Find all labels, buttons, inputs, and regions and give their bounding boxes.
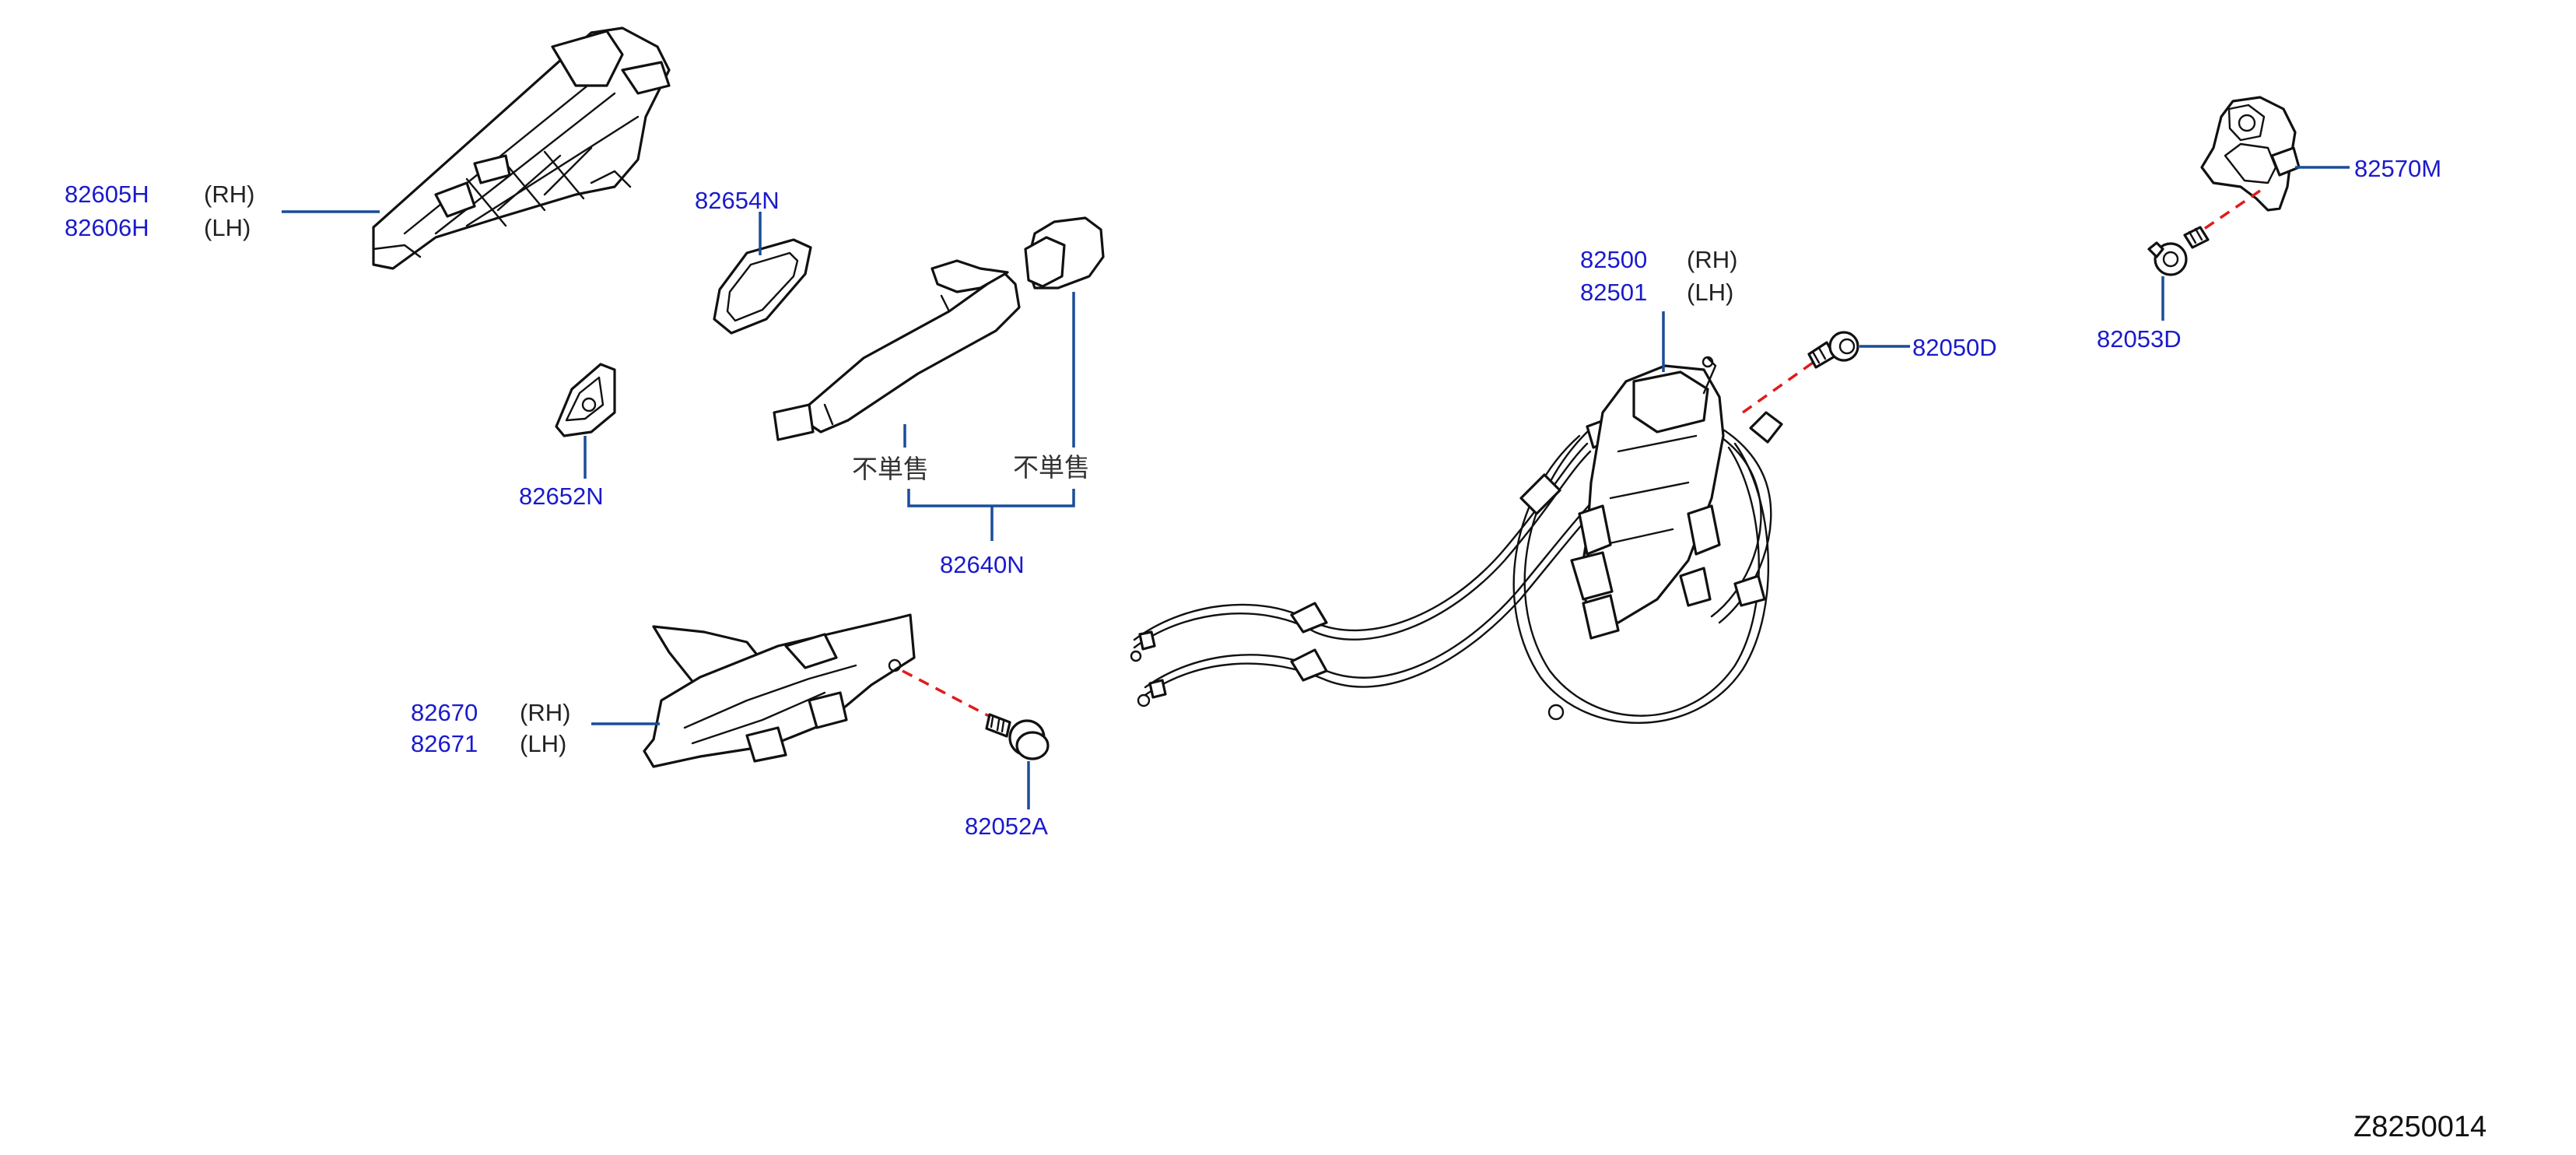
bracket-leader: [907, 489, 1075, 541]
screw-82053d-drawing: [2147, 226, 2210, 276]
diagram-code: Z8250014: [2353, 1111, 2487, 1143]
part-number-82501[interactable]: 82501: [1580, 279, 1647, 306]
screw-82050d-drawing: [1807, 331, 1859, 369]
gasket-large-drawing: [713, 238, 812, 335]
not-sold-separately-label: 不単售: [852, 454, 929, 484]
outside-handle-drawing: [773, 216, 1105, 441]
part-number-82671[interactable]: 82671: [411, 730, 478, 757]
install-dashed-line: [1741, 361, 1814, 414]
part-number-82670[interactable]: 82670: [411, 699, 478, 726]
side-label-rh: (RH): [1687, 246, 1737, 273]
install-dashed-line: [902, 669, 993, 719]
part-number-82640n[interactable]: 82640N: [940, 551, 1025, 578]
side-label-lh: (LH): [1687, 279, 1733, 306]
striker-drawing: [2200, 96, 2301, 212]
side-label-rh: (RH): [204, 181, 254, 208]
part-number-82050d[interactable]: 82050D: [1912, 334, 1997, 361]
gasket-small-drawing: [555, 363, 616, 437]
part-number-82654n[interactable]: 82654N: [695, 187, 780, 214]
inside-handle-drawing: [643, 613, 916, 768]
part-number-82652n[interactable]: 82652N: [519, 483, 604, 510]
side-label-lh: (LH): [204, 214, 251, 241]
part-number-82052a[interactable]: 82052A: [965, 813, 1048, 840]
part-number-82605h[interactable]: 82605H: [65, 181, 149, 208]
install-dashed-line: [2193, 189, 2261, 237]
side-label-rh: (RH): [520, 699, 570, 726]
not-sold-separately-label: 不単售: [1013, 452, 1090, 483]
part-number-82606h[interactable]: 82606H: [65, 214, 149, 241]
part-number-82570m[interactable]: 82570M: [2354, 155, 2441, 182]
part-number-82053d[interactable]: 82053D: [2097, 325, 2182, 353]
side-label-lh: (LH): [520, 730, 566, 757]
door-lock-actuator-drawing: [1130, 356, 1783, 724]
outside-handle-bracket-drawing: [372, 26, 671, 270]
part-number-82500[interactable]: 82500: [1580, 246, 1647, 273]
screw-82052a-drawing: [985, 713, 1050, 760]
